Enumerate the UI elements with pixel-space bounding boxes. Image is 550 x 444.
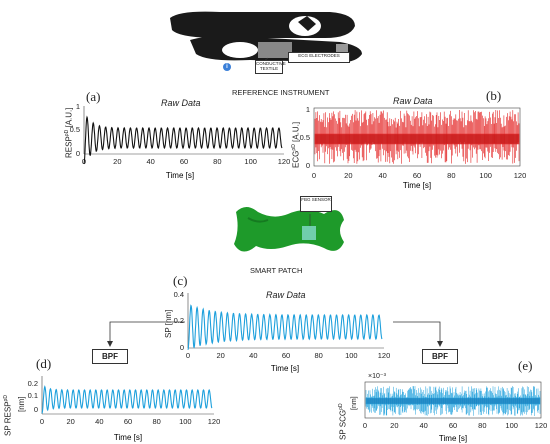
panel-b-chart: 0 0.5 1 0 20 40 60 80 100 120 Time [s] [300, 105, 527, 190]
panel-c-series [187, 304, 383, 350]
panel-e-xtick: 80 [478, 421, 486, 430]
panel-a-subtitle: Raw Data [161, 98, 201, 108]
panel-d-ytick: 0.1 [28, 391, 38, 400]
panel-b-xtick: 0 [312, 171, 316, 180]
panel-a-xtick: 100 [244, 157, 257, 166]
panel-e-xtick: 0 [363, 421, 367, 430]
panel-a-xtick: 120 [278, 157, 290, 166]
panel-e-xtick: 20 [390, 421, 398, 430]
panel-c-xtick: 80 [314, 351, 322, 360]
panel-c-xtick: 100 [345, 351, 358, 360]
panel-b-series [314, 110, 520, 164]
fbg-sensor-callout: FBG SENSOR [300, 196, 332, 212]
smart-patch-illustration [234, 207, 344, 252]
panel-e-ylabel: SP SCGρD [338, 403, 348, 440]
panel-e-xtick: 120 [535, 421, 548, 430]
panel-b-subtitle: Raw Data [393, 96, 433, 106]
reference-instrument-caption: REFERENCE INSTRUMENT [232, 88, 330, 97]
panel-a-ytick: 0.5 [70, 125, 80, 134]
panel-a-ytick: 1 [76, 102, 80, 111]
panel-a-xtick: 40 [146, 157, 154, 166]
panel-d-xtick: 80 [152, 417, 160, 426]
panel-a-xtick: 20 [113, 157, 121, 166]
panel-c-chart: 0 0.2 0.4 0 20 40 60 80 100 120 Time [s] [174, 290, 391, 373]
panel-c-xtick: 120 [378, 351, 391, 360]
panel-e-exponent: ×10⁻³ [368, 373, 386, 380]
panel-a-xtick: 60 [180, 157, 188, 166]
panel-d-xtick: 100 [179, 417, 192, 426]
panel-e-xtick: 60 [449, 421, 457, 430]
panel-b-xtick: 20 [344, 171, 352, 180]
panel-b-xtick: 40 [378, 171, 386, 180]
panel-c-subtitle: Raw Data [266, 290, 306, 300]
panel-d-xlabel: Time [s] [114, 433, 142, 442]
smart-patch-caption: SMART PATCH [250, 266, 303, 275]
panel-b-xtick: 100 [479, 171, 492, 180]
panel-d-xtick: 0 [40, 417, 44, 426]
panel-a-series [83, 115, 283, 165]
panel-c-ytick: 0.4 [174, 290, 184, 299]
panel-d-ylabel: SP RESPρD [3, 394, 13, 436]
panel-e-xtick: 40 [419, 421, 427, 430]
panel-b-xtick: 80 [447, 171, 455, 180]
panel-d-xtick: 40 [95, 417, 103, 426]
panel-a-ytick: 0 [76, 149, 80, 158]
panel-c-xtick: 0 [186, 351, 190, 360]
panel-a-letter: (a) [86, 89, 101, 104]
panel-c-xtick: 60 [282, 351, 290, 360]
panel-b-xtick: 120 [514, 171, 527, 180]
panel-d-ytick: 0.2 [28, 379, 38, 388]
bpf-box-right: BPF [422, 349, 458, 364]
panel-c-xlabel: Time [s] [271, 364, 299, 373]
panel-b-ytick: 1 [306, 105, 310, 114]
panel-d-series [41, 385, 213, 414]
panel-b-ytick: 0.5 [300, 133, 310, 142]
panel-d-xtick: 120 [208, 417, 221, 426]
panel-e-series [365, 386, 541, 416]
info-icon: i [223, 63, 231, 71]
panel-e-xtick: 100 [505, 421, 518, 430]
panel-b-xtick: 60 [413, 171, 421, 180]
panel-d-ytick: 0 [34, 405, 38, 414]
panel-c-xtick: 20 [216, 351, 224, 360]
panel-a-xlabel: Time [s] [166, 171, 194, 180]
panel-e-letter: (e) [518, 358, 533, 373]
panel-c-xtick: 40 [249, 351, 257, 360]
panel-c-ytick: 0 [180, 343, 184, 352]
panel-e-xlabel: Time [s] [439, 434, 467, 443]
panel-b-letter: (b) [486, 88, 502, 103]
panel-b-xlabel: Time [s] [403, 181, 431, 190]
panel-d-xtick: 60 [124, 417, 132, 426]
panel-e-chart: 0 20 40 60 80 100 120 Time [s] [363, 381, 548, 443]
panel-c-letter: (c) [173, 273, 188, 288]
panel-a-xtick: 80 [213, 157, 221, 166]
panel-b-ytick: 0 [306, 161, 310, 170]
panel-d-chart: 0 0.1 0.2 0 20 40 60 80 100 120 Time [s] [28, 376, 221, 442]
ecg-electrodes-callout: ECG ELECTRODES [288, 52, 350, 63]
panel-c-ytick: 0.2 [174, 316, 184, 325]
panel-d-letter: (d) [36, 356, 52, 371]
panel-d-xtick: 20 [66, 417, 74, 426]
conductive-textile-callout: CONDUCTIVE TEXTILE [255, 60, 286, 74]
bpf-box-left: BPF [92, 349, 128, 364]
